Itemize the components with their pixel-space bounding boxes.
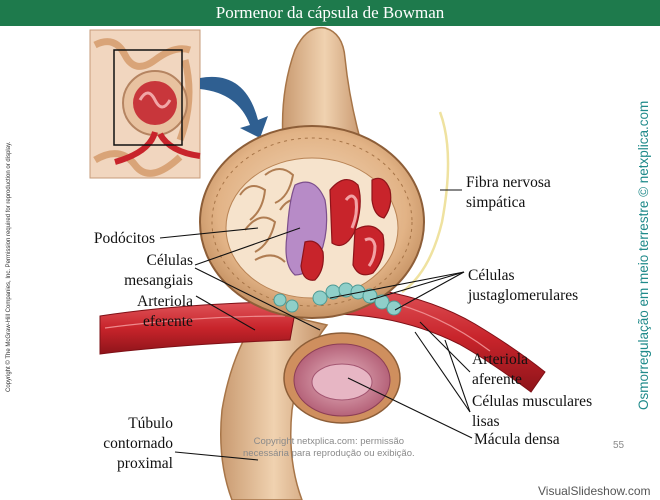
watermark-line1: Copyright netxplica.com: permissão: [253, 436, 405, 447]
label-celulas-musc-line1: Células musculares: [472, 393, 593, 410]
label-celulas-mesangiais-line1: Células: [146, 252, 194, 269]
label-tubulo-line1: Túbulo: [128, 415, 173, 432]
label-arteriola-eferente-line1: Arteriola: [137, 293, 193, 310]
label-celulas-mesangiais-line2: mesangiais: [124, 272, 193, 289]
label-celulas-musc-line2: lisas: [472, 413, 500, 430]
label-celulas-justa-line1: Células: [468, 267, 515, 284]
juxtaglomerular-cells: [273, 282, 402, 316]
label-tubulo-line2: contornado: [103, 435, 173, 452]
site-logo[interactable]: VisualSlideshow.com: [538, 484, 651, 498]
slide-title: Pormenor da cápsula de Bowman: [0, 0, 660, 26]
label-tubulo-line3: proximal: [117, 455, 173, 472]
watermark-notice: Copyright netxplica.com: permissão neces…: [243, 436, 415, 460]
inset-focus-box: [113, 49, 183, 146]
nerve-fiber: [401, 111, 450, 294]
label-fibra-nervosa: Fibra nervosa simpática: [466, 173, 551, 213]
label-arteriola-aferente-line1: Arteriola: [472, 351, 528, 368]
glomerular-capillaries: [300, 177, 392, 281]
copyright-notice: Copyright © The McGraw-Hill Companies, I…: [6, 141, 12, 392]
label-fibra-line2: simpática: [466, 194, 526, 211]
label-tubulo-contornado-proximal: Túbulo contornado proximal: [95, 414, 173, 474]
label-macula-densa: Mácula densa: [474, 431, 560, 448]
label-celulas-mesangiais: Células mesangiais: [105, 251, 193, 291]
inset-thumbnail: [89, 29, 201, 179]
zoom-arrow-icon: [200, 76, 268, 138]
label-arteriola-aferente: Arteriola aferente: [472, 350, 528, 390]
vertical-site-credit: Osmorregulação em meio terrestre © netxp…: [636, 100, 651, 410]
label-celulas-justaglomerulares: Células justaglomerulares: [468, 266, 578, 306]
leader-lines: [159, 189, 473, 461]
watermark-line2: necessária para reprodução ou exibição.: [243, 448, 415, 459]
label-arteriola-eferente-line2: eferente: [143, 313, 193, 330]
efferent-arteriole: [99, 301, 296, 355]
label-fibra-line1: Fibra nervosa: [466, 174, 551, 191]
label-arteriola-eferente: Arteriola eferente: [137, 292, 193, 332]
page-number: 55: [613, 440, 625, 451]
label-arteriola-aferente-line2: aferente: [472, 371, 522, 388]
afferent-arteriole: [324, 283, 546, 393]
label-celulas-justa-line2: justaglomerulares: [468, 287, 579, 304]
label-celulas-musculares-lisas: Células musculares lisas: [472, 392, 592, 432]
label-podocitos: Podócitos: [93, 230, 155, 247]
